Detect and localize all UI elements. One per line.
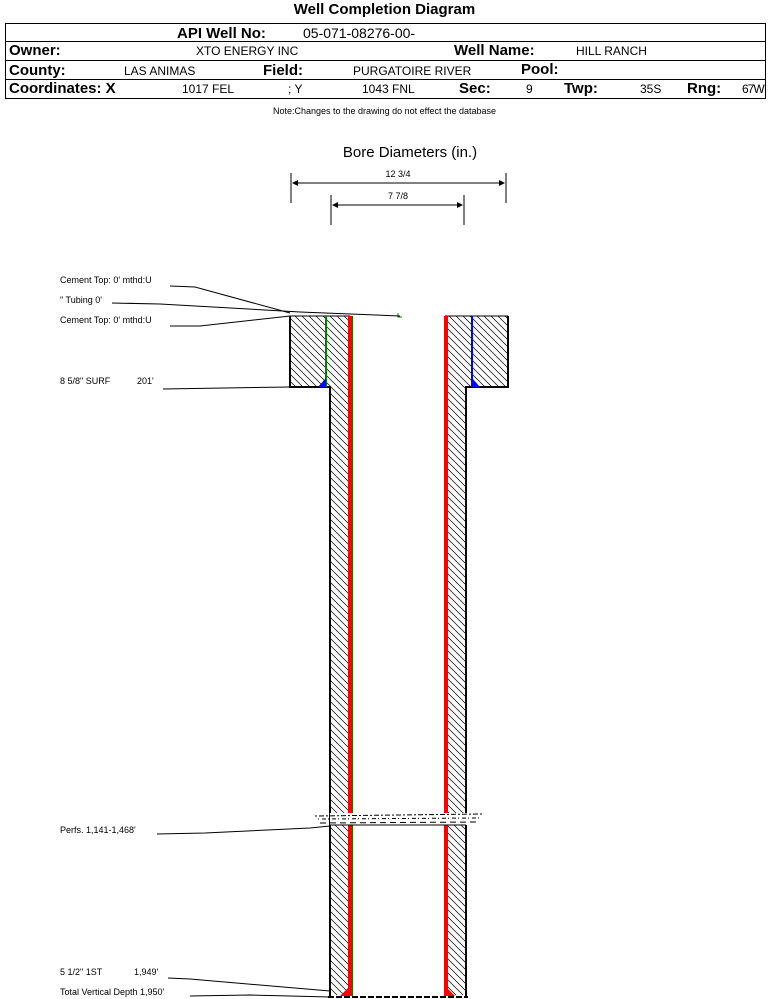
twp-value: 35S: [640, 82, 662, 96]
page-title: Well Completion Diagram: [293, 1, 476, 18]
casing-shoe-right: [447, 988, 455, 996]
api-value: 05-071-08276-00-: [303, 25, 416, 41]
coord-x-label: Coordinates: X: [9, 80, 116, 97]
leader-lines: [111, 285, 401, 998]
production-casing-left: [348, 316, 352, 996]
bore-dimension-inner: 7 7/8: [330, 191, 465, 225]
api-label: API Well No:: [177, 25, 266, 42]
field-value: PURGATOIRE RIVER: [353, 64, 472, 78]
bore-inner-label: 7 7/8: [388, 191, 408, 201]
note-text: Note:Changes to the drawing do not effec…: [273, 106, 496, 116]
cement-top-label-2: Cement Top: 0' mthd:U: [60, 315, 152, 325]
sec-value: 9: [526, 82, 533, 96]
total-depth-label: Total Vertical Depth 1,950': [60, 987, 165, 997]
perforations-label: Perfs. 1,141-1,468': [60, 825, 136, 835]
sec-label: Sec:: [459, 80, 491, 97]
production-casing-depth: 1,949': [134, 967, 159, 977]
coord-y-label: ; Y: [288, 82, 303, 96]
rng-label: Rng:: [687, 80, 722, 97]
perforations: [314, 813, 483, 826]
owner-value: XTO ENERGY INC: [196, 44, 299, 58]
owner-label: Owner:: [9, 42, 61, 59]
well-name-label: Well Name:: [454, 42, 535, 59]
production-casing-label: 5 1/2" 1ST: [60, 967, 103, 977]
tubing-label: " Tubing 0': [60, 295, 102, 305]
county-label: County:: [9, 62, 66, 79]
well-info-table: API Well No: 05-071-08276-00- Owner: XTO…: [5, 23, 766, 99]
bore-dimension-outer: 12 3/4: [290, 169, 507, 203]
casing-shoe-left: [340, 988, 352, 996]
field-label: Field:: [263, 62, 303, 79]
bore-outer-label: 12 3/4: [385, 169, 410, 179]
surface-shoe-right: [472, 378, 480, 387]
surface-shoe-left: [318, 378, 326, 387]
bore-title: Bore Diameters (in.): [343, 144, 477, 161]
twp-label: Twp:: [564, 80, 598, 97]
surface-casing-label: 8 5/8" SURF: [60, 376, 111, 386]
production-annulus: [328, 387, 468, 998]
rng-value: 67W: [742, 82, 765, 96]
surface-casing-depth: 201': [137, 376, 154, 386]
coord-x-value: 1017 FEL: [182, 82, 235, 96]
surface-hole: [289, 315, 509, 997]
coord-y-value: 1043 FNL: [362, 82, 415, 96]
county-value: LAS ANIMAS: [124, 64, 196, 78]
well-name-value: HILL RANCH: [576, 44, 647, 58]
pool-label: Pool:: [521, 61, 559, 78]
production-casing-right: [444, 316, 447, 996]
tubing-marker: [397, 313, 402, 318]
cement-top-label-1: Cement Top: 0' mthd:U: [60, 275, 152, 285]
